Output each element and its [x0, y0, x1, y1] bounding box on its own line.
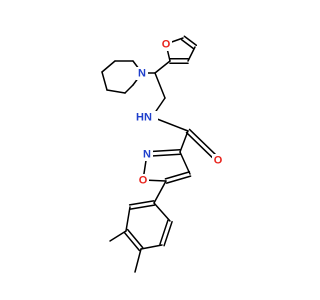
double-bond-b3-b4-a	[123, 231, 141, 252]
double-bond-b1-b2-a	[128, 200, 155, 206]
atom-labels-layer: O N N H O N O	[136, 38, 224, 187]
bond-c1-c2	[154, 72, 166, 99]
piperidine-nitrogen-text: N	[138, 68, 146, 80]
double-bond-b5-b6-a	[163, 220, 173, 247]
double-bond-cc-oc-b	[188, 128, 221, 160]
isoxazole-nitrogen-text: N	[143, 149, 151, 161]
bond-cc-i3	[179, 130, 189, 153]
bond-fB-fC	[187, 46, 196, 62]
bond-p4-p5	[106, 89, 126, 94]
double-bond-fA-fB-b	[183, 35, 198, 46]
bonds-layer	[101, 35, 221, 273]
bond-fD-c1	[154, 60, 171, 74]
piperidine-nitrogen-label: N	[136, 67, 148, 80]
bond-p2-p3	[101, 60, 116, 73]
carbonyl-oxygen-label: O	[212, 154, 224, 167]
amide-nitrogen-text: N	[144, 112, 152, 124]
isoxazole-oxygen-text: O	[139, 175, 148, 187]
isoxazole-nitrogen-label: N	[141, 148, 153, 161]
carbonyl-oxygen-text: O	[214, 155, 223, 167]
double-bond-i5-i4-a	[165, 175, 192, 184]
double-bond-b1-b2-b	[129, 204, 156, 210]
bond-b6-b1	[153, 202, 171, 222]
bond-i4-i3	[179, 151, 191, 175]
molecule-structure: O N N H O N O	[101, 35, 224, 273]
bond-p3-p4	[101, 71, 108, 91]
bond-b4-b5	[140, 244, 163, 250]
isoxazole-oxygen-label: O	[137, 174, 149, 187]
furan-oxygen-text: O	[162, 39, 171, 51]
bond-p5-p6	[124, 84, 134, 94]
double-bond-fA-fB-a	[180, 39, 195, 50]
double-bond-cc-oc-a	[185, 131, 218, 163]
double-bond-b3-b4-b	[126, 228, 144, 249]
double-bond-i5-i4-b	[164, 171, 191, 180]
double-bond-b5-b6-b	[159, 219, 169, 246]
bond-i5-b1	[153, 180, 167, 204]
bond-b3-m3	[109, 230, 127, 242]
furan-oxygen-label: O	[160, 38, 172, 51]
amide-nh-label: N H	[136, 111, 158, 124]
bond-b4-m4	[134, 248, 142, 273]
amide-hydrogen-text: H	[136, 112, 144, 124]
bond-b2-b3	[125, 206, 131, 232]
